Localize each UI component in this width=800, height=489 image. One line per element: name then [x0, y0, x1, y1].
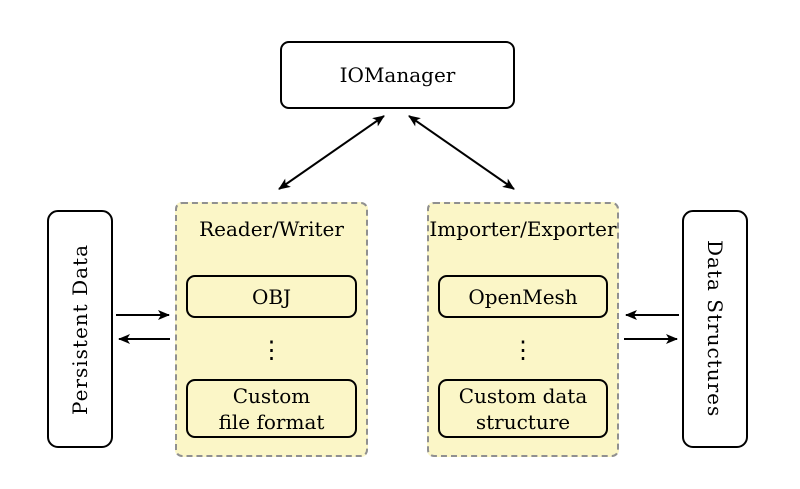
- reader-writer-title: Reader/Writer: [199, 217, 344, 241]
- io-manager-node: IOManager: [280, 41, 515, 109]
- io-manager-label: IOManager: [339, 63, 456, 87]
- importer-exporter-group: Importer/Exporter OpenMesh ⋮ Custom data…: [427, 202, 619, 457]
- vertical-ellipsis: ⋮: [259, 336, 284, 364]
- data-structures-label: Data Structures: [703, 240, 727, 418]
- custom-file-format-node: Custom file format: [186, 379, 357, 438]
- arrow-iomanager-readerwriter: [278, 115, 385, 190]
- custom-data-structure-node: Custom data structure: [438, 379, 608, 438]
- arrow-iomanager-importerexporter: [408, 115, 515, 190]
- obj-node: OBJ: [186, 275, 357, 318]
- openmesh-node: OpenMesh: [438, 275, 608, 318]
- reader-writer-group: Reader/Writer OBJ ⋮ Custom file format: [175, 202, 368, 457]
- persistent-data-label: Persistent Data: [68, 243, 92, 415]
- vertical-ellipsis: ⋮: [511, 336, 535, 364]
- importer-exporter-title: Importer/Exporter: [429, 217, 617, 241]
- data-structures-node: Data Structures: [682, 210, 748, 448]
- persistent-data-node: Persistent Data: [47, 210, 113, 448]
